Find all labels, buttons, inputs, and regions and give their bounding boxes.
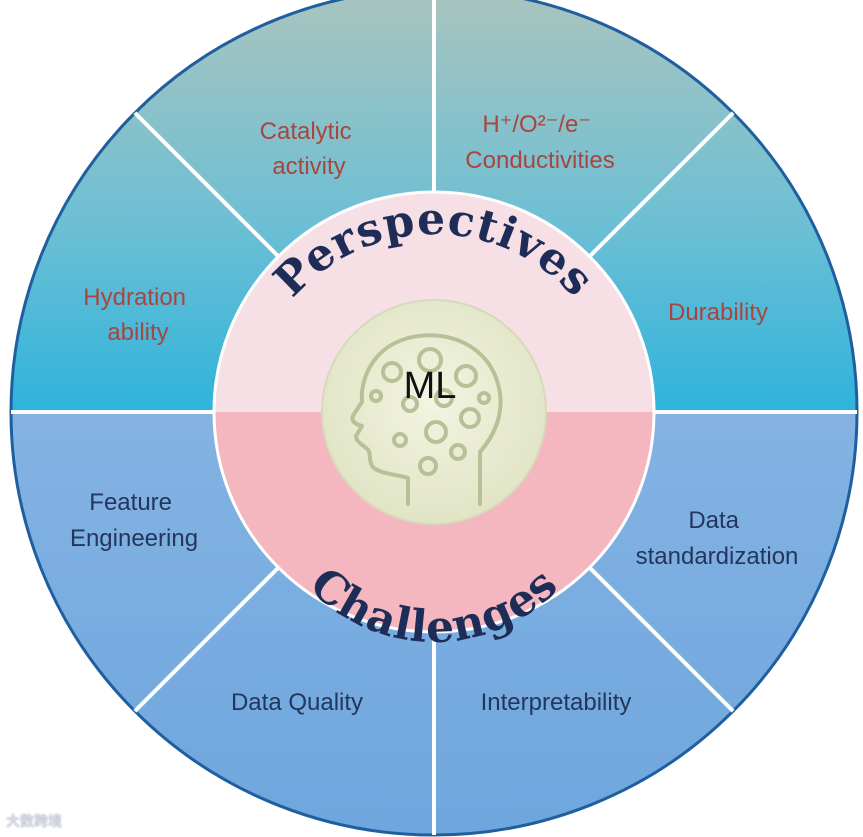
label-catalytic-activity-line-2: activity — [272, 153, 345, 180]
label-interpretability-line-1: Interpretability — [481, 689, 632, 716]
label-conductivities-line-1: H⁺/O²⁻/e⁻ — [482, 111, 591, 138]
label-data-quality-line-1: Data Quality — [231, 689, 363, 716]
label-data-standardization-line-1: Data — [688, 507, 739, 534]
label-data-quality: Data Quality — [231, 689, 363, 716]
label-hydration-ability-line-2: ability — [107, 319, 168, 346]
label-hydration-ability-line-1: Hydration — [83, 284, 186, 311]
label-feature-engineering-line-2: Engineering — [70, 525, 198, 552]
core: ML — [322, 300, 546, 524]
label-data-standardization-line-2: standardization — [636, 543, 799, 570]
label-catalytic-activity-line-1: Catalytic — [260, 118, 352, 145]
label-conductivities-line-2: Conductivities — [465, 147, 614, 174]
label-durability-line-1: Durability — [668, 299, 768, 326]
watermark: 大数跨境 — [6, 811, 62, 831]
ml-center-label: ML — [404, 365, 457, 407]
label-feature-engineering-line-1: Feature — [89, 489, 172, 516]
label-durability: Durability — [668, 299, 768, 326]
label-interpretability: Interpretability — [481, 689, 632, 716]
